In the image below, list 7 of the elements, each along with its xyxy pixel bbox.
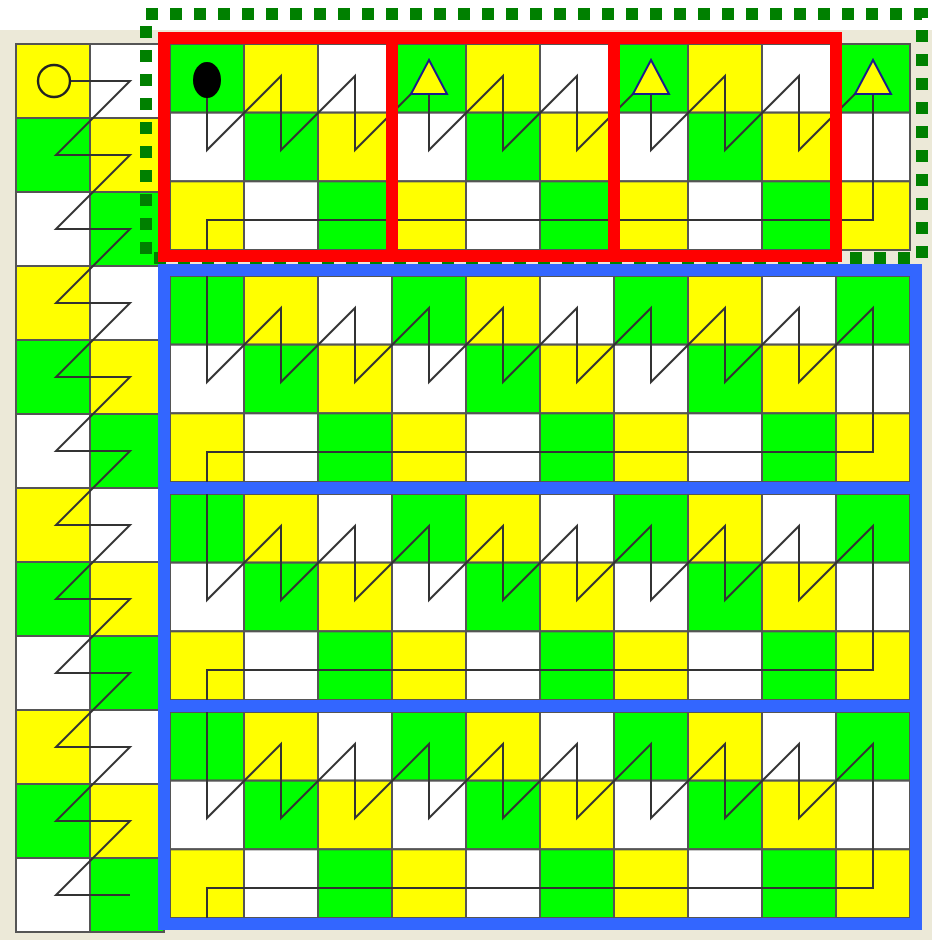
band-frame bbox=[158, 712, 922, 930]
block-frame bbox=[620, 32, 842, 262]
band-frame bbox=[158, 264, 922, 494]
band-frame bbox=[158, 494, 922, 712]
dotted-frame bbox=[140, 8, 928, 264]
block-frame bbox=[398, 32, 620, 262]
block-frame bbox=[158, 32, 398, 262]
